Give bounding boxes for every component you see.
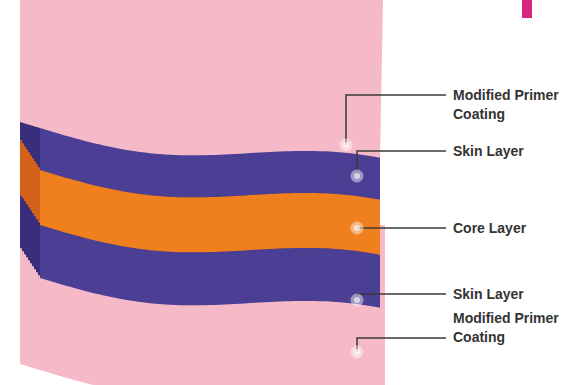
leader-line [346, 95, 446, 145]
layer-label: Modified Primer Coating [453, 309, 581, 347]
layer-label: Modified Primer Coating [453, 86, 581, 124]
layer-label: Core Layer [453, 219, 581, 238]
marker-dot [351, 222, 364, 235]
marker-dot [354, 225, 360, 231]
marker-dot [354, 297, 360, 303]
leader-line [357, 294, 446, 300]
accent-bar [522, 0, 532, 18]
leader-lines [340, 95, 447, 359]
marker-dot [354, 173, 360, 179]
marker-dot [351, 170, 364, 183]
layer-label: Skin Layer [453, 285, 581, 304]
marker-dot [351, 294, 364, 307]
leader-line [357, 227, 446, 229]
leader-line [357, 151, 446, 176]
marker-dot [340, 139, 353, 152]
film-layers [20, 0, 385, 385]
marker-dot [343, 142, 349, 148]
marker-dot [354, 349, 360, 355]
primer-sheet [20, 0, 383, 158]
layer-label: Skin Layer [453, 142, 581, 161]
marker-dot [351, 346, 364, 359]
leader-line [357, 338, 446, 352]
